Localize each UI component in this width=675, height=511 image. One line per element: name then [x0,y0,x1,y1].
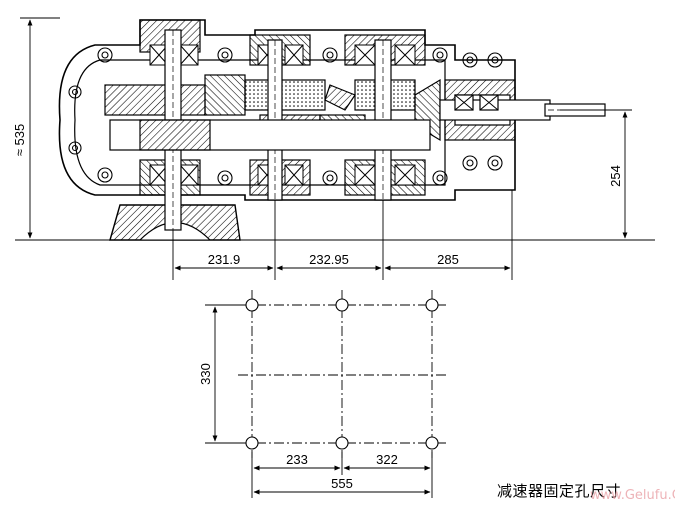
hole [245,436,259,450]
top-dimensions [15,17,655,280]
bolt-holes [68,47,503,186]
hole [335,298,349,312]
housing-outline [58,19,516,201]
mounting-holes [245,298,439,450]
inner-wall [74,59,446,186]
height-label: ≈ 535 [12,124,27,156]
hole [245,298,259,312]
gear-hub-1 [204,74,246,116]
spacing-1-label: 233 [286,452,308,467]
gear-2 [244,79,326,111]
dim-2-label: 232.95 [309,252,349,267]
total-width-label: 555 [331,476,353,491]
watermark: www.Gelufu.Com [590,488,675,503]
gearbox-section-view [58,19,612,241]
hole [425,298,439,312]
hole [425,436,439,450]
hole [335,436,349,450]
plan-height-label: 330 [198,363,213,385]
bevel-gear [324,84,356,111]
spacing-2-label: 322 [376,452,398,467]
dim-3-label: 285 [437,252,459,267]
caption: 减速器固定孔尺寸 [497,482,622,500]
shaft-height-label: 254 [608,165,623,187]
mounting-hole-plan [205,290,448,498]
dim-1-label: 231.9 [208,252,241,267]
large-gear-1 [104,84,206,116]
